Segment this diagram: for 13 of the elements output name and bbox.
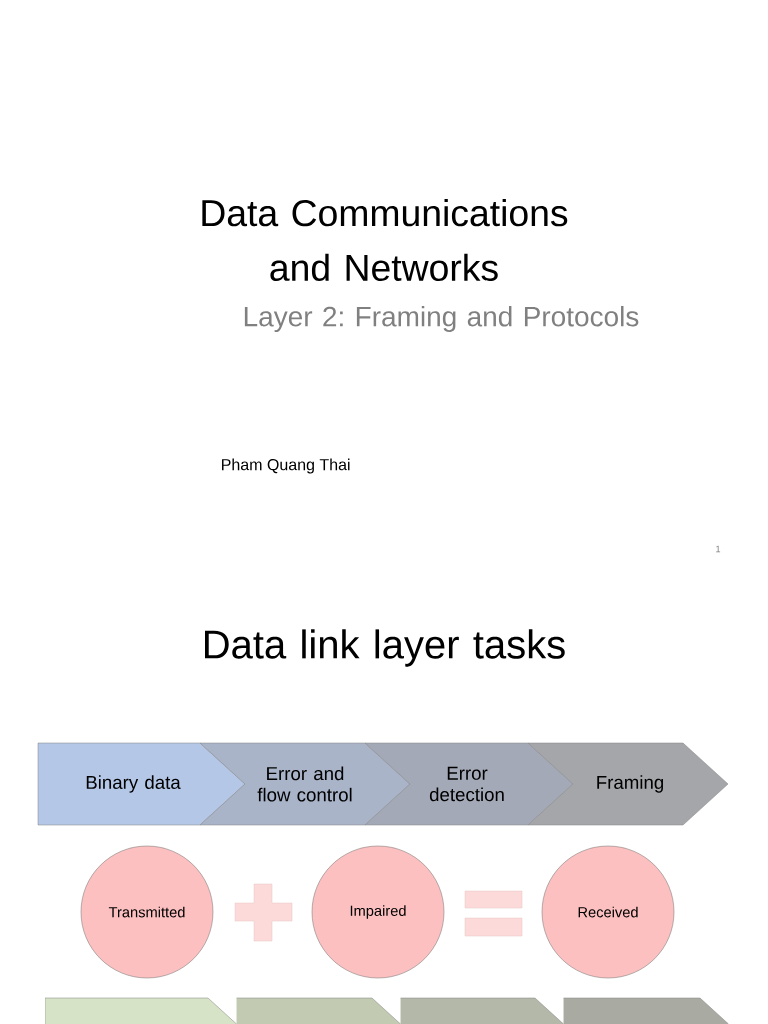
chevron-step: [563, 997, 729, 1024]
page-number: 1: [716, 545, 721, 553]
chevron-step: [236, 997, 401, 1024]
slide-title: Data Communications and Networks: [202, 199, 568, 282]
chevron-step: Binary data: [37, 742, 246, 826]
slide-title: Data link layer tasks: [205, 629, 565, 667]
chevron-step: Error detection: [364, 742, 574, 826]
chevron-step: Framing: [527, 742, 729, 826]
author-name: Pham Quang Thai: [222, 458, 350, 474]
chevron-step: [45, 997, 237, 1024]
chevron-step: [400, 997, 564, 1024]
chevron-step: Error and flow control: [199, 742, 411, 826]
slide-subtitle: Layer 2: Framing and Protocols: [244, 305, 639, 333]
